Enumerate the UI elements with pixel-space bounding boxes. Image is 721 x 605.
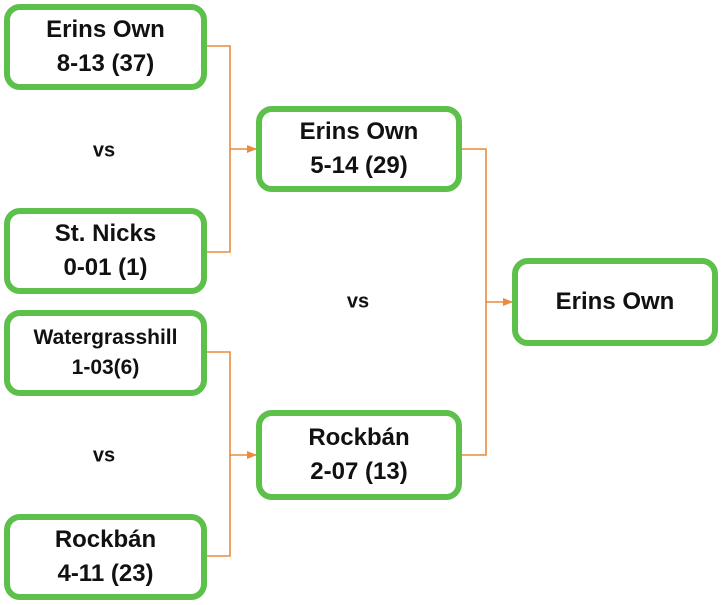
team-name: Rockbán bbox=[54, 525, 157, 553]
connector-r1m1-top bbox=[205, 45, 257, 153]
winner-name: Erins Own bbox=[555, 287, 675, 315]
connector-r2-top bbox=[460, 148, 513, 306]
team-score: 8-13 (37) bbox=[56, 50, 155, 77]
team-box-r2-team2: Rockbán 2-07 (13) bbox=[256, 410, 462, 500]
vs-label-r1m1: vs bbox=[92, 139, 116, 162]
team-box-r1m2-team1: Watergrasshill 1-03(6) bbox=[4, 310, 207, 396]
team-name: Erins Own bbox=[46, 15, 165, 43]
connector-r1m2-top bbox=[205, 351, 257, 459]
team-box-r1m1-team1: Erins Own 8-13 (37) bbox=[4, 4, 207, 90]
vs-label-r2: vs bbox=[346, 290, 370, 313]
team-name: St. Nicks bbox=[54, 219, 157, 247]
team-score: 1-03(6) bbox=[71, 356, 140, 379]
connector-r1m2-bottom bbox=[205, 455, 231, 557]
team-name: Watergrasshill bbox=[33, 326, 178, 350]
team-score: 2-07 (13) bbox=[310, 458, 408, 485]
team-name: Rockbán bbox=[308, 423, 410, 451]
team-box-r1m2-team2: Rockbán 4-11 (23) bbox=[4, 514, 207, 600]
team-score: 4-11 (23) bbox=[57, 560, 154, 587]
team-box-r1m1-team2: St. Nicks 0-01 (1) bbox=[4, 208, 207, 294]
vs-label-r1m2: vs bbox=[92, 444, 116, 467]
winner-box: Erins Own bbox=[512, 258, 718, 346]
team-box-r2-team1: Erins Own 5-14 (29) bbox=[256, 106, 462, 192]
connector-r2-bottom bbox=[460, 302, 487, 456]
connector-r1m1-bottom bbox=[205, 149, 231, 253]
team-name: Erins Own bbox=[299, 117, 419, 145]
team-score: 0-01 (1) bbox=[63, 254, 148, 281]
team-score: 5-14 (29) bbox=[310, 152, 408, 179]
